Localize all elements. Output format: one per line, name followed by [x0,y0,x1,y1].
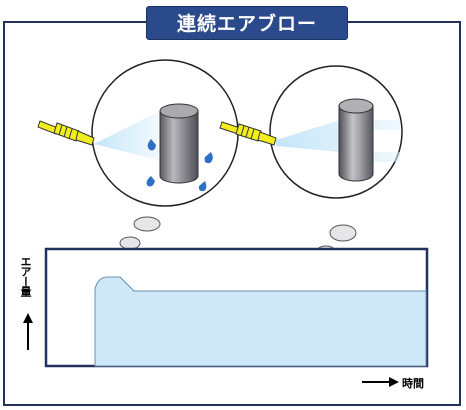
y-axis-label: エアー量 [19,256,32,296]
cylinder-icon [159,103,199,184]
diagram-title: 連続エアブロー [146,6,348,40]
air-flow-area [94,276,427,367]
scene-left [91,59,239,207]
nozzle-icon [219,121,277,146]
y-axis-arrow [23,313,33,350]
x-axis-label: 時間 [402,377,424,390]
air-volume-graph [44,247,429,368]
air-spray-icon [94,112,158,160]
x-axis-arrow [362,377,399,387]
scene-right [269,65,403,199]
water-drop-icon [146,139,213,192]
cylinder-icon [338,98,374,182]
nozzle-icon [37,120,95,146]
